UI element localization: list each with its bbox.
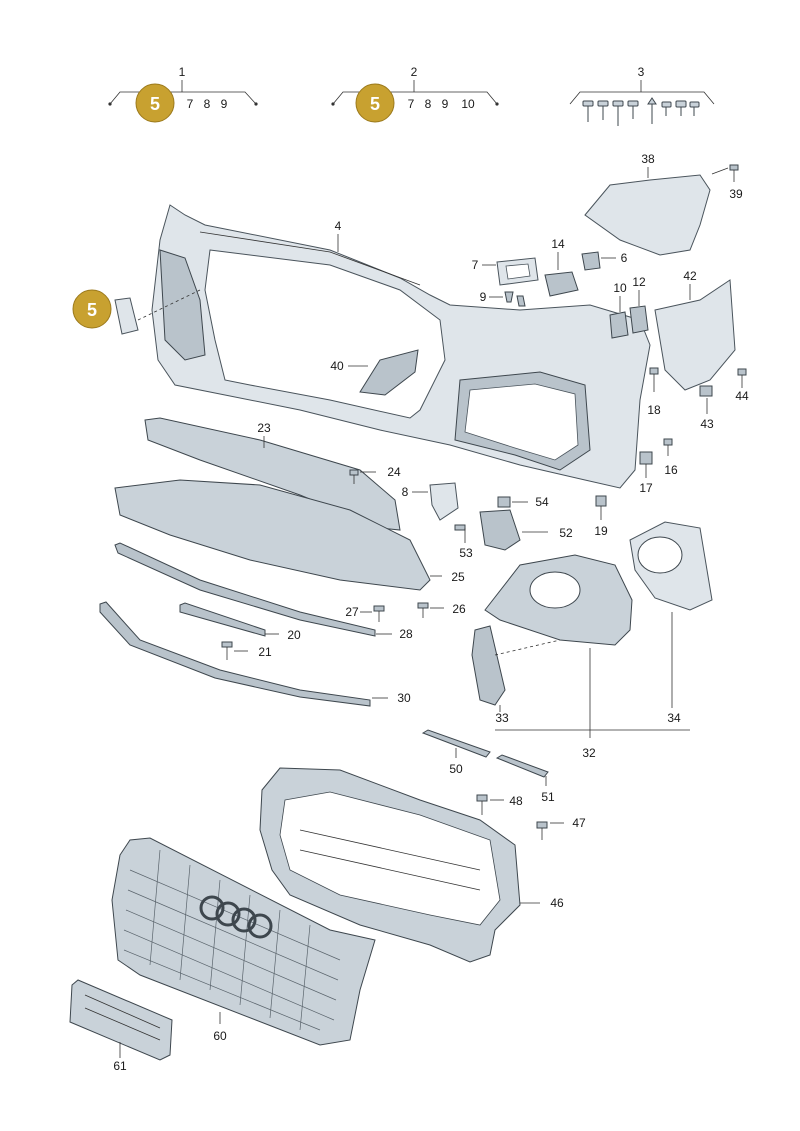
screw-set-icon — [582, 97, 700, 126]
group-2-header: 2 5 7 8 9 10 — [331, 65, 499, 123]
callout-9: 9 — [480, 290, 487, 304]
group-1-item: 8 — [204, 97, 211, 111]
callout-7: 7 — [472, 258, 479, 272]
trim-strips-group: 50 51 — [421, 729, 555, 804]
plate-bracket-group: 61 — [69, 979, 173, 1073]
mid-fastener-group: 24 8 54 52 53 19 — [349, 465, 608, 560]
callout-34: 34 — [667, 711, 681, 725]
side-badge-callout: 5 — [72, 289, 201, 335]
callout-10: 10 — [613, 281, 627, 295]
callout-43: 43 — [700, 417, 714, 431]
lower-trim-group: 20 21 30 — [99, 601, 411, 707]
callout-16: 16 — [664, 463, 678, 477]
callout-60: 60 — [213, 1029, 227, 1043]
grille-frame-group: 46 — [259, 767, 564, 963]
callout-32: 32 — [582, 746, 596, 760]
callout-12: 12 — [632, 275, 646, 289]
side-bracket-group: 10 12 42 18 43 44 16 17 — [609, 269, 749, 495]
callout-21: 21 — [258, 645, 272, 659]
callout-53: 53 — [459, 546, 473, 560]
callout-54: 54 — [535, 495, 549, 509]
callout-61: 61 — [113, 1059, 127, 1073]
callout-48: 48 — [509, 794, 523, 808]
group-3-header: 3 — [569, 65, 715, 126]
callout-6: 6 — [621, 251, 628, 265]
callout-40: 40 — [330, 359, 344, 373]
callout-4: 4 — [335, 219, 342, 233]
callout-46: 46 — [550, 896, 564, 910]
callout-39: 39 — [729, 187, 743, 201]
callout-19: 19 — [594, 524, 608, 538]
badge-5-label: 5 — [370, 94, 380, 114]
part-40-group: 40 — [330, 349, 419, 396]
badge-5-circle — [355, 83, 395, 123]
callout-26: 26 — [452, 602, 466, 616]
callout-44: 44 — [735, 389, 749, 403]
group-1-label: 1 — [179, 65, 186, 79]
grille-screw-group: 48 47 — [476, 794, 586, 840]
part-38-group: 38 39 — [584, 152, 743, 256]
callout-38: 38 — [641, 152, 655, 166]
callout-17: 17 — [639, 481, 653, 495]
callout-52: 52 — [559, 526, 573, 540]
badge-5-label: 5 — [150, 94, 160, 114]
group-2-label: 2 — [411, 65, 418, 79]
badge-5-circle — [135, 83, 175, 123]
callout-18: 18 — [647, 403, 661, 417]
callout-28: 28 — [399, 627, 413, 641]
callout-23: 23 — [257, 421, 271, 435]
callout-25: 25 — [451, 570, 465, 584]
badge-5-label: 5 — [87, 300, 97, 320]
callout-14: 14 — [551, 237, 565, 251]
callout-8: 8 — [402, 485, 409, 499]
callout-24: 24 — [387, 465, 401, 479]
part-28-group: 28 27 26 — [114, 542, 466, 641]
group-3-label: 3 — [638, 65, 645, 79]
callout-47: 47 — [572, 816, 586, 830]
group-1-item: 9 — [221, 97, 228, 111]
callout-42: 42 — [683, 269, 697, 283]
group-2-item: 9 — [442, 97, 449, 111]
part-25-group: 25 — [114, 479, 465, 591]
group-2-item: 7 — [408, 97, 415, 111]
callout-51: 51 — [541, 790, 555, 804]
front-grille-group: 60 — [111, 837, 376, 1046]
callout-27: 27 — [345, 605, 359, 619]
callout-20: 20 — [287, 628, 301, 642]
group-2-item: 10 — [461, 97, 475, 111]
sensor-bracket-group: 14 7 9 6 — [472, 237, 628, 307]
badge-5-circle — [72, 289, 112, 329]
callout-50: 50 — [449, 762, 463, 776]
group-2-item: 8 — [425, 97, 432, 111]
callout-30: 30 — [397, 691, 411, 705]
tow-cover-part — [114, 297, 139, 335]
group-1-item: 7 — [187, 97, 194, 111]
callout-33: 33 — [495, 711, 509, 725]
fog-grille-group: 33 34 32 — [471, 521, 713, 760]
group-1-header: 1 5 7 8 9 — [108, 65, 258, 123]
rings-logo — [199, 895, 273, 939]
part-23-group: 23 — [144, 417, 401, 531]
